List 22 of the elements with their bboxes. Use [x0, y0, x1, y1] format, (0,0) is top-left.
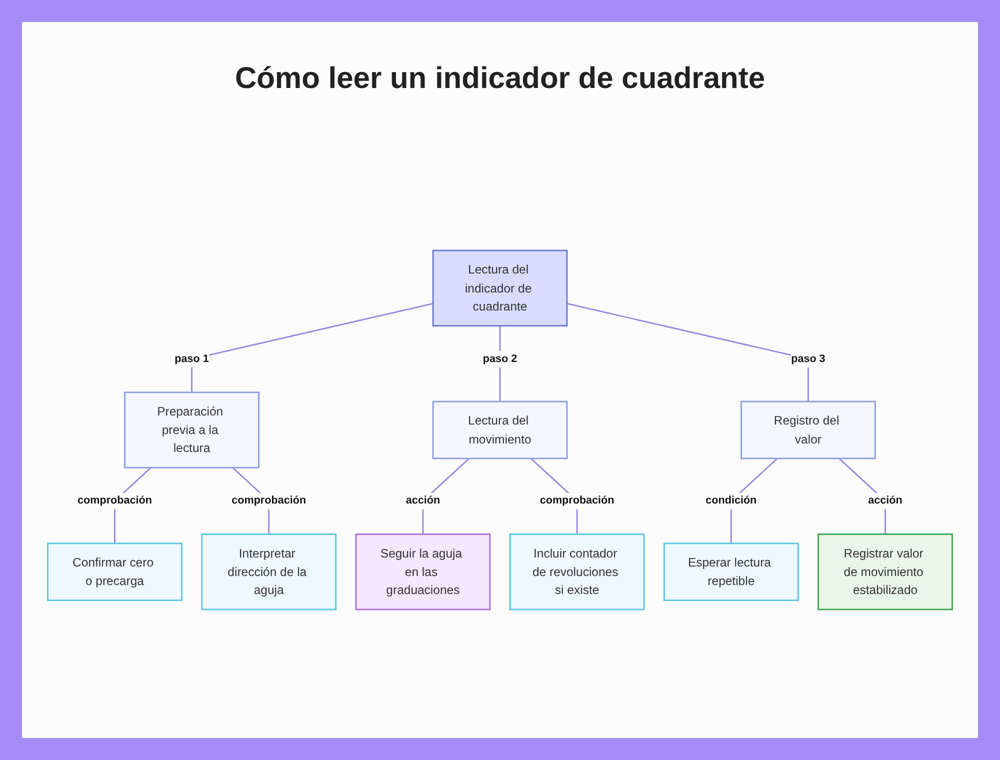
edge-label: paso 2: [482, 352, 518, 365]
node-box: Esperar lectura repetible: [663, 542, 799, 602]
edge-label: comprobación: [540, 494, 614, 507]
connector: [566, 302, 809, 402]
diagram-title: Cómo leer un indicador de cuadrante: [234, 62, 766, 96]
edge-label: paso 3: [791, 352, 826, 365]
edge-label: comprobación: [232, 494, 306, 507]
edge-label: paso 1: [174, 352, 209, 365]
node-box: Preparación previa a la lectura: [124, 392, 260, 468]
edge-label: condición: [706, 494, 757, 507]
node-box: Confirmar cero o precarga: [47, 542, 182, 602]
edge-label: comprobación: [78, 494, 152, 507]
edge-label: acción: [868, 494, 902, 507]
node-box: Lectura del indicador de cuadrante: [432, 250, 568, 326]
node-box: Lectura del movimiento: [432, 400, 568, 460]
node-box: Interpretar dirección de la aguja: [201, 534, 337, 610]
node-box: Registro del valor: [740, 400, 876, 460]
node-box: Incluir contador de revoluciones si existe: [509, 534, 645, 610]
node-box: Seguir la aguja en las graduaciones: [355, 534, 491, 610]
edge-label: acción: [406, 494, 440, 507]
connector: [191, 302, 434, 392]
node-box: Registrar valor de movimiento estabilizado: [818, 534, 953, 610]
